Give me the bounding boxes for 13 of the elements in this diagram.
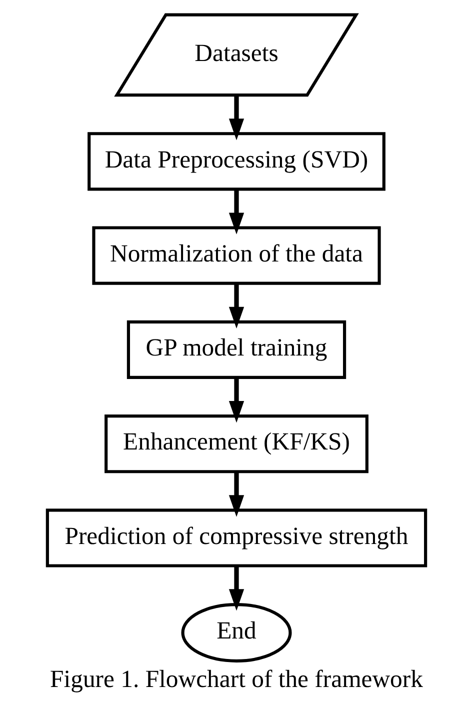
node-box: Enhancement (KF/KS) xyxy=(104,414,368,474)
caption: Figure 1. Flowchart of the framework xyxy=(50,666,422,694)
arrow xyxy=(228,472,244,517)
arrow xyxy=(228,96,244,140)
arrow xyxy=(228,378,244,423)
node-box: Normalization of the data xyxy=(92,226,380,285)
node-box: Prediction of compressive strength xyxy=(45,508,427,568)
arrow xyxy=(228,566,244,611)
node-box: Data Preprocessing (SVD) xyxy=(87,132,385,191)
arrow xyxy=(228,189,244,234)
node-ellipse: End xyxy=(180,603,292,662)
arrow xyxy=(228,283,244,329)
node-box: GP model training xyxy=(126,320,346,380)
